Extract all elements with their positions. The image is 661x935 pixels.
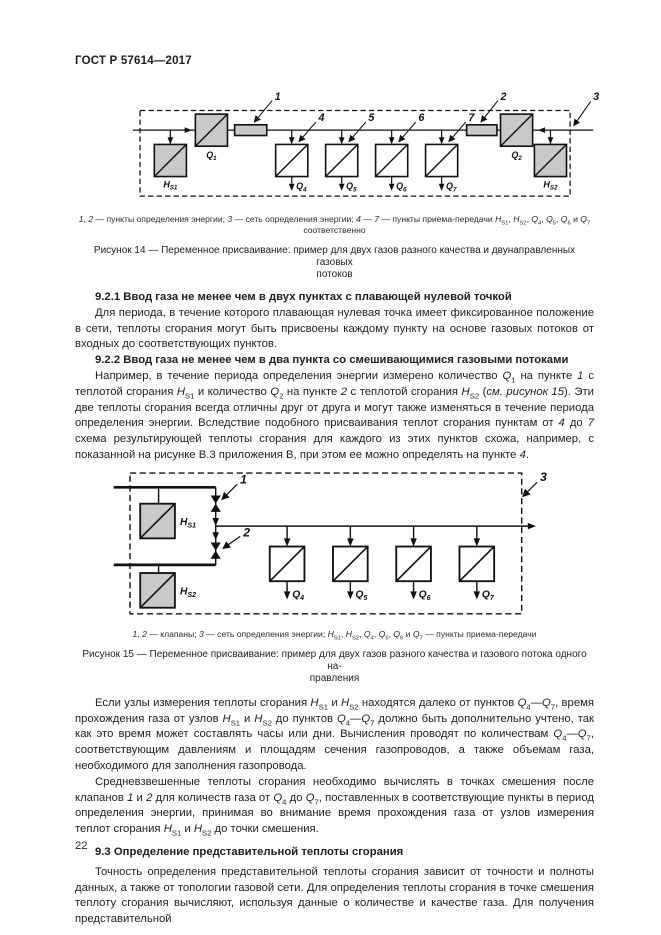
delivery-point-q4: Q4	[268, 525, 306, 602]
paragraph-9-2-1: Для периода, в течение которого плавающа…	[75, 306, 594, 351]
callout-2: 2	[500, 91, 507, 103]
flow-q5-label: Q5	[355, 589, 368, 602]
flow-left-arrow-icon	[537, 127, 546, 134]
meter-hs2-label: HS2	[543, 179, 558, 191]
paragraph-travel-time: Если узлы измерения теплоты сгорания HS1…	[75, 696, 595, 772]
heading-9-3: 9.3 Определение представительной теплоты…	[95, 845, 404, 858]
callout-3: 3	[540, 470, 547, 484]
meter-q2: Q2	[499, 113, 534, 162]
flow-q6-label: Q6	[396, 181, 407, 193]
meter-q2-label: Q2	[511, 150, 522, 162]
flow-q7-label: Q7	[446, 181, 457, 193]
callout-1: 1	[275, 91, 281, 103]
meter-hs1-label: HS1	[180, 517, 196, 530]
heading-9-2-2: 9.2.2 Ввод газа не менее чем в два пункт…	[95, 354, 569, 367]
paragraph-weighted-average: Средневзвешенные теплоты сгорания необхо…	[75, 775, 594, 838]
delivery-point-5: 5 Q5	[324, 112, 375, 193]
figure-14: HS1 Q1 1	[75, 89, 600, 281]
network-callout-3: 3	[573, 91, 599, 127]
flow-q4-label: Q4	[296, 181, 307, 193]
callout-2: 2	[242, 525, 250, 539]
page-number: 22	[75, 840, 88, 852]
figure-14-diagram: HS1 Q1 1	[132, 91, 599, 197]
callout-4: 4	[317, 112, 324, 124]
delivery-point-q7: Q7	[458, 525, 496, 602]
delivery-point-7: 7 Q7	[424, 112, 475, 193]
figure-14-note: 1, 2 — пункты определения энергии; 3 — с…	[78, 214, 591, 235]
paragraph-9-3: Точность определения представительной те…	[75, 865, 594, 926]
page-content: ГОСТ Р 57614—2017	[75, 55, 600, 928]
meter-hs1-label: HS1	[163, 179, 178, 191]
figure-15: HS1 HS2 1	[75, 469, 594, 685]
delivery-point-q5: Q5	[332, 525, 369, 602]
figure-15-note: 1, 2 — клапаны; 3 — сеть определения эне…	[132, 628, 537, 642]
network-boundary-dashed	[139, 109, 571, 197]
meter-q1-label: Q1	[206, 150, 217, 162]
flow-q4-label: Q4	[292, 589, 304, 602]
delivery-point-6: 6 Q6	[374, 112, 424, 193]
paragraph-9-2-2: Например, в течение периода определения …	[75, 369, 594, 461]
delivery-point-q6: Q6	[395, 525, 432, 602]
valve-1: 1	[210, 472, 247, 526]
figure-15-diagram: HS1 HS2 1	[113, 470, 547, 615]
callout-1: 1	[240, 472, 247, 486]
heading-9-2-1: 9.2.1 Ввод газа не менее чем в двух пунк…	[95, 291, 512, 303]
section-9-3-text: Если узлы измерения теплоты сгорания HS1…	[75, 696, 594, 928]
meter-hs2: HS2	[533, 130, 568, 191]
meter-hs1: HS1	[139, 487, 196, 540]
valve-2: 2	[210, 525, 250, 565]
callout-3: 3	[593, 91, 599, 103]
flow-q6-label: Q6	[419, 589, 431, 602]
figure-15-title: Рисунок 15 — Переменное присваивание: пр…	[82, 648, 587, 684]
energy-point-1: 1	[233, 91, 281, 137]
meter-q1: Q1	[194, 113, 229, 162]
flow-out-arrow-icon	[527, 522, 536, 530]
network-boundary-dashed	[129, 472, 523, 615]
flow-q7-label: Q7	[482, 589, 495, 602]
flow-q5-label: Q5	[346, 181, 357, 193]
meter-hs1: HS1	[153, 130, 188, 191]
delivery-point-4: 4 Q4	[274, 112, 324, 193]
section-9-2-text: 9.2.1 Ввод газа не менее чем в двух пунк…	[75, 290, 594, 464]
flow-right-arrow-icon	[184, 127, 192, 134]
energy-point-2: 2	[465, 91, 507, 137]
network-callout-3: 3	[522, 470, 547, 497]
callout-6: 6	[418, 112, 424, 124]
meter-hs2-label: HS2	[180, 586, 196, 599]
meter-hs2: HS2	[139, 564, 196, 609]
figure-14-title: Рисунок 14 — Переменное присваивание: пр…	[93, 245, 576, 280]
callout-7: 7	[468, 112, 475, 124]
document-header: ГОСТ Р 57614—2017	[75, 55, 192, 67]
callout-5: 5	[368, 112, 375, 124]
